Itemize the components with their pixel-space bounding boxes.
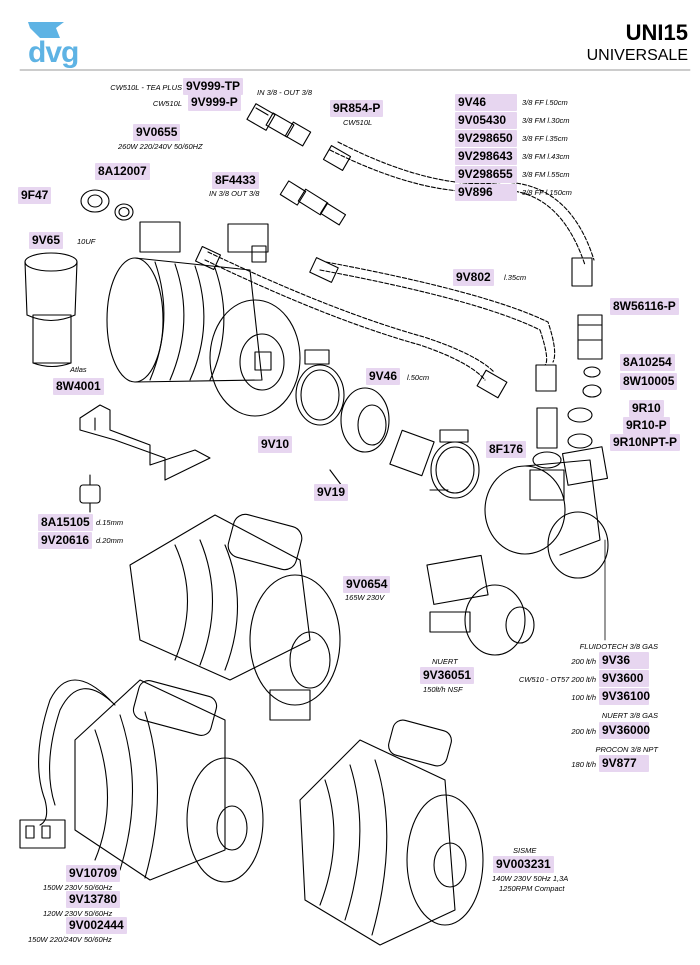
label-9V10709-spec: 150W 230V 50/60Hz [43, 883, 113, 892]
hose-part[interactable]: 9V05430 [455, 112, 517, 129]
label-9V003231-spec-a: 140W 230V 50Hz 1,3A [492, 874, 569, 883]
label-nuert: NUERT [432, 657, 458, 666]
clamp-9V10 [295, 349, 345, 426]
label-flow-200a: 200 lt/h [571, 657, 596, 666]
label-9V0654-spec: 165W 230V [345, 593, 385, 602]
hose-9V802 [195, 141, 595, 399]
valve-8W56116P [577, 314, 603, 360]
label-in-out: IN 3/8 - OUT 3/8 [257, 88, 313, 97]
ring-8A12007 [114, 203, 134, 221]
fitting-8F4433 [279, 180, 347, 226]
hose-desc: 3/8 FF l.35cm [522, 134, 568, 143]
label-9V003231-spec-b: 1250RPM Compact [499, 884, 565, 893]
hose-desc: 3/8 FM l.43cm [522, 152, 570, 161]
part-9V0655[interactable]: 9V0655 [133, 124, 181, 141]
label-in-out-b: IN 3/8 OUT 3/8 [209, 189, 260, 198]
label-atlas: Atlas [70, 365, 87, 374]
label-sisme: SISME [513, 846, 537, 855]
part-9V36051[interactable]: 9V36051 [420, 667, 475, 684]
part-9V46-b[interactable]: 9V46 [366, 368, 401, 385]
part-9R10[interactable]: 9R10 [629, 400, 664, 417]
part-9V36000[interactable]: 9V36000 [599, 722, 650, 739]
label-flow-100: 100 lt/h [571, 693, 596, 702]
part-9V13780[interactable]: 9V13780 [66, 891, 121, 908]
capacitor-9V65 [24, 252, 78, 368]
label-9V20616-spec: d.20mm [96, 536, 124, 545]
part-8F4433[interactable]: 8F4433 [212, 172, 259, 189]
part-8A15105[interactable]: 8A15105 [38, 514, 93, 531]
label-9V002444-spec: 150W 220/240V 50/60Hz [28, 935, 112, 944]
motor-9V0655 [106, 221, 301, 417]
part-9V65[interactable]: 9V65 [29, 232, 64, 249]
part-9V877[interactable]: 9V877 [599, 755, 649, 772]
pump-body [484, 446, 609, 579]
hose-desc: 3/8 FM l.55cm [522, 170, 570, 179]
valve-small-parts [532, 366, 602, 469]
hose-desc: 3/8 FM l.30cm [522, 116, 570, 125]
label-cw510l: CW510L [152, 99, 182, 108]
part-9V003231[interactable]: 9V003231 [493, 856, 554, 873]
motor-9V003231 [299, 719, 484, 946]
hose-part[interactable]: 9V46 [455, 94, 517, 111]
page-title: UNI15 [625, 20, 688, 45]
hose-part[interactable]: 9V896 [455, 184, 517, 201]
label-9V13780-spec: 120W 230V 50/60Hz [43, 909, 113, 918]
pump-9V36051 [426, 554, 535, 656]
part-9V19[interactable]: 9V19 [314, 484, 349, 501]
part-9V36[interactable]: 9V36 [599, 652, 649, 669]
seal-9V19 [329, 387, 480, 499]
part-8F176[interactable]: 8F176 [486, 441, 527, 458]
part-9V10709[interactable]: 9V10709 [66, 865, 121, 882]
label-9V46-b-spec: l.50cm [407, 373, 430, 382]
label-cw510l-tea-plus: CW510L - TEA PLUS [110, 83, 182, 92]
part-9V20616[interactable]: 9V20616 [38, 532, 93, 549]
part-9R10NPT-P[interactable]: 9R10NPT-P [610, 434, 681, 451]
part-9V10[interactable]: 9V10 [258, 436, 293, 453]
label-nuert-38: NUERT 3/8 GAS [601, 711, 658, 720]
motor-9V0654 [129, 513, 341, 721]
brand-logo: dvg [28, 36, 79, 69]
fitting-9R854P [246, 103, 312, 147]
part-9V0654[interactable]: 9V0654 [343, 576, 391, 593]
hose-part[interactable]: 9V298643 [455, 148, 517, 165]
label-flow-180: 180 lt/h [571, 760, 596, 769]
hose-part[interactable]: 9V298650 [455, 130, 517, 147]
label-cw510l-b: CW510L [343, 118, 373, 127]
part-9R854-P[interactable]: 9R854-P [330, 100, 384, 117]
nut-9F47 [80, 189, 110, 213]
bracket-8W4001 [79, 404, 211, 481]
label-fluidotech: FLUIDOTECH 3/8 GAS [579, 642, 658, 651]
part-9V002444[interactable]: 9V002444 [66, 917, 127, 934]
part-8W4001[interactable]: 8W4001 [53, 378, 104, 395]
label-9V0655-spec: 260W 220/240V 50/60HZ [118, 142, 203, 151]
page-subtitle: UNIVERSALE [586, 47, 688, 64]
part-9V999-TP[interactable]: 9V999-TP [183, 78, 244, 95]
part-8W10005[interactable]: 8W10005 [620, 373, 678, 390]
part-8A10254[interactable]: 8A10254 [620, 354, 675, 371]
hose-desc: 3/8 FF l.150cm [522, 188, 572, 197]
part-9F47[interactable]: 9F47 [18, 187, 52, 204]
damper-8A15105 [79, 474, 101, 513]
part-9V3600[interactable]: 9V3600 [599, 670, 649, 687]
label-9V65-spec: 10UF [77, 237, 96, 246]
part-9V999-P[interactable]: 9V999-P [188, 94, 241, 111]
part-9V802[interactable]: 9V802 [453, 269, 494, 286]
part-9R10-P[interactable]: 9R10-P [623, 417, 670, 434]
label-9V36051-spec: 150lt/h NSF [423, 685, 463, 694]
label-8A15105-spec: d.15mm [96, 518, 124, 527]
label-flow-200b: 200 lt/h [571, 727, 596, 736]
label-9V802-spec: l.35cm [504, 273, 527, 282]
part-9V36100[interactable]: 9V36100 [599, 688, 650, 705]
part-8A12007[interactable]: 8A12007 [95, 163, 150, 180]
hose-desc: 3/8 FF l.50cm [522, 98, 568, 107]
hose-part[interactable]: 9V298655 [455, 166, 517, 183]
label-cw510-ot57: CW510 - OT57 200 lt/h [518, 675, 596, 684]
part-8W56116-P[interactable]: 8W56116-P [610, 298, 679, 315]
label-procon: PROCON 3/8 NPT [595, 745, 658, 754]
motor-9V10709 [19, 679, 264, 883]
